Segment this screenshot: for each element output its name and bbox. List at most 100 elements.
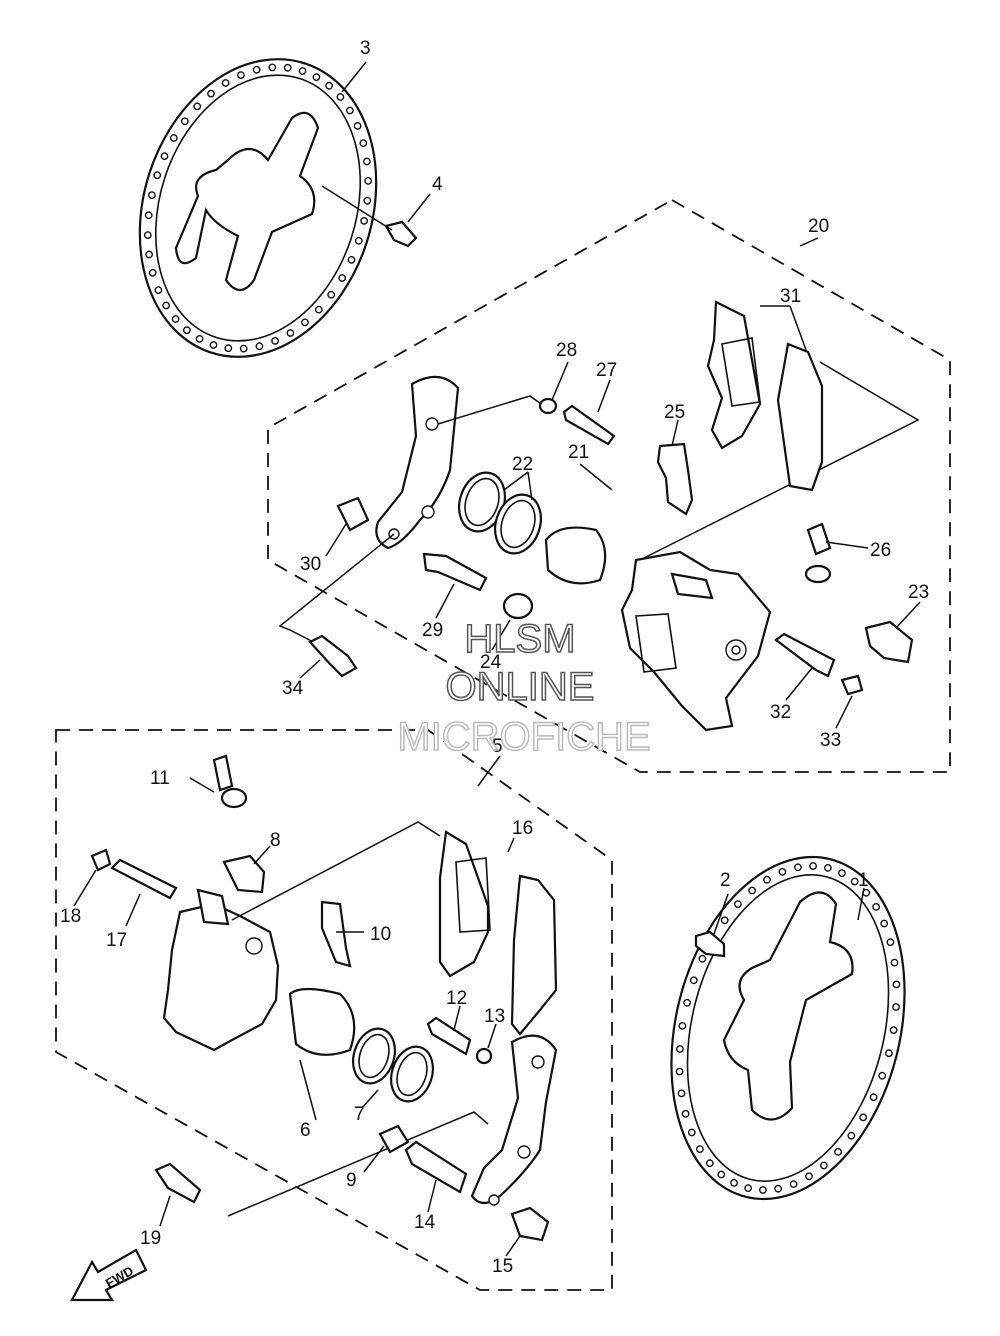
disc-vent-hole [143, 231, 152, 240]
caliper-bracket-upper [375, 375, 460, 550]
disc-vent-hole [182, 326, 191, 335]
bleeder-11 [212, 754, 248, 809]
disc-vent-hole [744, 1184, 752, 1193]
disc-vent-hole [195, 334, 204, 343]
brake-disc-upper [138, 58, 378, 358]
disc-vent-hole [872, 903, 880, 911]
disc-vent-hole [889, 1026, 898, 1035]
piston-6 [288, 987, 356, 1056]
sleeve-8 [222, 854, 266, 894]
callout-23: 23 [908, 582, 929, 603]
callout-15: 15 [492, 1256, 513, 1277]
disc-vent-hole [160, 152, 169, 161]
disc-vent-hole [327, 290, 336, 299]
callout-14: 14 [414, 1212, 436, 1233]
callout-28: 28 [556, 340, 577, 361]
callout-32: 32 [770, 702, 791, 723]
disc-vent-hole [763, 875, 771, 884]
callout-12: 12 [446, 988, 467, 1009]
piston-seal-7-a [352, 1027, 396, 1085]
disc-vent-hole [859, 1113, 868, 1122]
disc-vent-hole [678, 1022, 687, 1030]
callout-10: 10 [370, 924, 391, 945]
callout-8: 8 [270, 830, 281, 851]
front-caliper-assembly-boundary [55, 729, 613, 1291]
disc-vent-hole [809, 862, 817, 870]
disc-vent-hole [360, 216, 368, 225]
disc-vent-hole [364, 176, 373, 185]
disc-vent-hole [153, 171, 162, 180]
sleeve-9 [378, 1124, 410, 1154]
disc-vent-hole [162, 301, 171, 310]
disc-vent-hole [338, 274, 347, 282]
disc-vent-hole [298, 67, 307, 75]
piston-seal-22-b [494, 493, 542, 555]
disc-vent-hole [892, 980, 901, 989]
disc-vent-hole [144, 211, 153, 220]
callout-7: 7 [354, 1104, 365, 1125]
disc-vent-hole [283, 63, 292, 72]
disc-vent-hole [236, 71, 245, 80]
fwd-direction-arrow: FWD [70, 1248, 148, 1302]
disc-vent-hole [353, 122, 362, 130]
disc-vent-hole [148, 268, 157, 277]
disc-vent-hole [325, 81, 333, 90]
disc-vent-hole [221, 79, 230, 87]
callout-17: 17 [106, 930, 127, 951]
callout-24: 24 [480, 652, 502, 673]
caliper-body-upper [620, 550, 772, 732]
disc-vent-hole [677, 1089, 686, 1098]
brake-pad-16-a [438, 830, 491, 978]
bolt-32 [774, 632, 836, 678]
disc-vent-hole [824, 864, 832, 872]
bolt-34 [308, 634, 358, 678]
disc-vent-hole [145, 250, 154, 259]
pin-17 [110, 858, 178, 900]
disc-vent-hole [778, 868, 787, 876]
disc-vent-hole [354, 236, 363, 245]
callout-6: 6 [300, 1120, 311, 1141]
disc-vent-hole [239, 344, 248, 353]
callout-31: 31 [780, 286, 801, 307]
disc-vent-hole [147, 191, 156, 200]
disc-vent-hole [698, 954, 707, 963]
disc-vent-hole [850, 877, 859, 886]
disc-vent-hole [730, 1179, 738, 1187]
callout-16: 16 [512, 818, 533, 839]
brake-pad-31-b [776, 342, 824, 492]
callout-11: 11 [150, 768, 170, 789]
bolt-14 [404, 1140, 468, 1194]
watermark: HLSM ONLINE MICROFICHE [397, 616, 652, 760]
disc-vent-hole [268, 63, 277, 72]
callout-4: 4 [432, 174, 443, 195]
disc-vent-hole [312, 73, 321, 82]
disc-vent-hole [696, 1145, 704, 1154]
disc-vent-hole [878, 1071, 887, 1080]
disc-vent-hole [834, 1148, 842, 1156]
disc-vent-hole [193, 102, 202, 111]
callout-1: 1 [858, 870, 869, 891]
pad-spring-10 [320, 900, 352, 968]
disc-vent-hole [885, 1049, 893, 1058]
disc-vent-hole [789, 1180, 798, 1189]
disc-vent-hole [336, 93, 345, 101]
callout-5: 5 [492, 736, 503, 757]
disc-vent-hole [224, 344, 233, 353]
disc-vent-hole [759, 1186, 767, 1194]
disc-vent-hole [820, 1161, 828, 1170]
bolt-19 [154, 1162, 202, 1204]
pad-spring-25 [656, 442, 694, 516]
bolt-12 [426, 1016, 472, 1056]
piston-21 [544, 526, 607, 585]
callout-leaders [73, 61, 921, 1257]
boot-24 [502, 592, 534, 620]
disc-vent-hole [252, 65, 261, 74]
callout-34: 34 [282, 678, 304, 699]
watermark-line-1: HLSM [464, 617, 575, 661]
callout-20: 20 [808, 216, 829, 237]
disc-vent-hole [890, 958, 899, 967]
callout-27: 27 [596, 360, 617, 381]
disc-vent-hole [681, 1109, 690, 1118]
caliper-body-lower [162, 888, 280, 1052]
